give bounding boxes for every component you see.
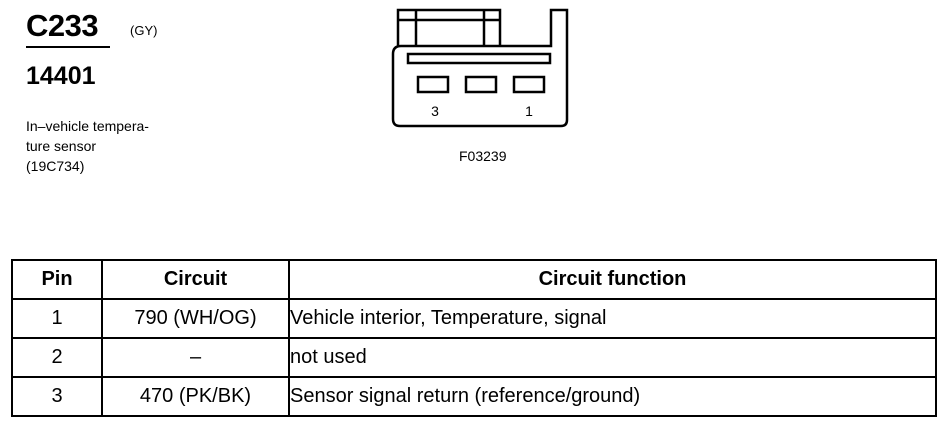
- pin-label-3: 3: [431, 103, 439, 119]
- connector-id: C233: [26, 8, 99, 43]
- terminal-strip: [406, 52, 552, 65]
- table-row: 2 – not used: [11, 337, 937, 378]
- connector-color: (GY): [130, 23, 158, 38]
- pin-cavity-2: [464, 75, 498, 94]
- column-header-circuit: Circuit: [101, 259, 290, 300]
- pin-cavity-3: [416, 75, 450, 94]
- table-row: 1 790 (WH/OG) Vehicle interior, Temperat…: [11, 298, 937, 339]
- pin-cell: 3: [11, 376, 103, 417]
- pin-table: Pin Circuit Circuit function 1 790 (WH/O…: [11, 259, 937, 417]
- pin-label-1: 1: [525, 103, 533, 119]
- description-line: ture sensor: [26, 138, 97, 154]
- figure-code: F03239: [459, 148, 507, 164]
- circuit-cell: 790 (WH/OG): [101, 298, 290, 339]
- pin-cavity-1: [512, 75, 546, 94]
- column-header-pin: Pin: [11, 259, 103, 300]
- part-number: 14401: [26, 62, 96, 90]
- function-cell: not used: [288, 337, 937, 378]
- circuit-cell: –: [101, 337, 290, 378]
- table-row: 3 470 (PK/BK) Sensor signal return (refe…: [11, 376, 937, 417]
- function-cell: Sensor signal return (reference/ground): [288, 376, 937, 417]
- latch-outline: [396, 8, 502, 46]
- connector-body-outline: [391, 8, 569, 128]
- component-description: In–vehicle tempera- ture sensor (19C734): [26, 116, 149, 176]
- connector-face-drawing: 3 1: [391, 8, 569, 128]
- column-header-function: Circuit function: [288, 259, 937, 300]
- description-line: In–vehicle tempera-: [26, 118, 149, 134]
- circuit-cell: 470 (PK/BK): [101, 376, 290, 417]
- pin-cell: 2: [11, 337, 103, 378]
- pin-cell: 1: [11, 298, 103, 339]
- description-line: (19C734): [26, 158, 85, 174]
- function-cell: Vehicle interior, Temperature, signal: [288, 298, 937, 339]
- header-rule: [26, 46, 110, 48]
- table-header-row: Pin Circuit Circuit function: [11, 259, 937, 300]
